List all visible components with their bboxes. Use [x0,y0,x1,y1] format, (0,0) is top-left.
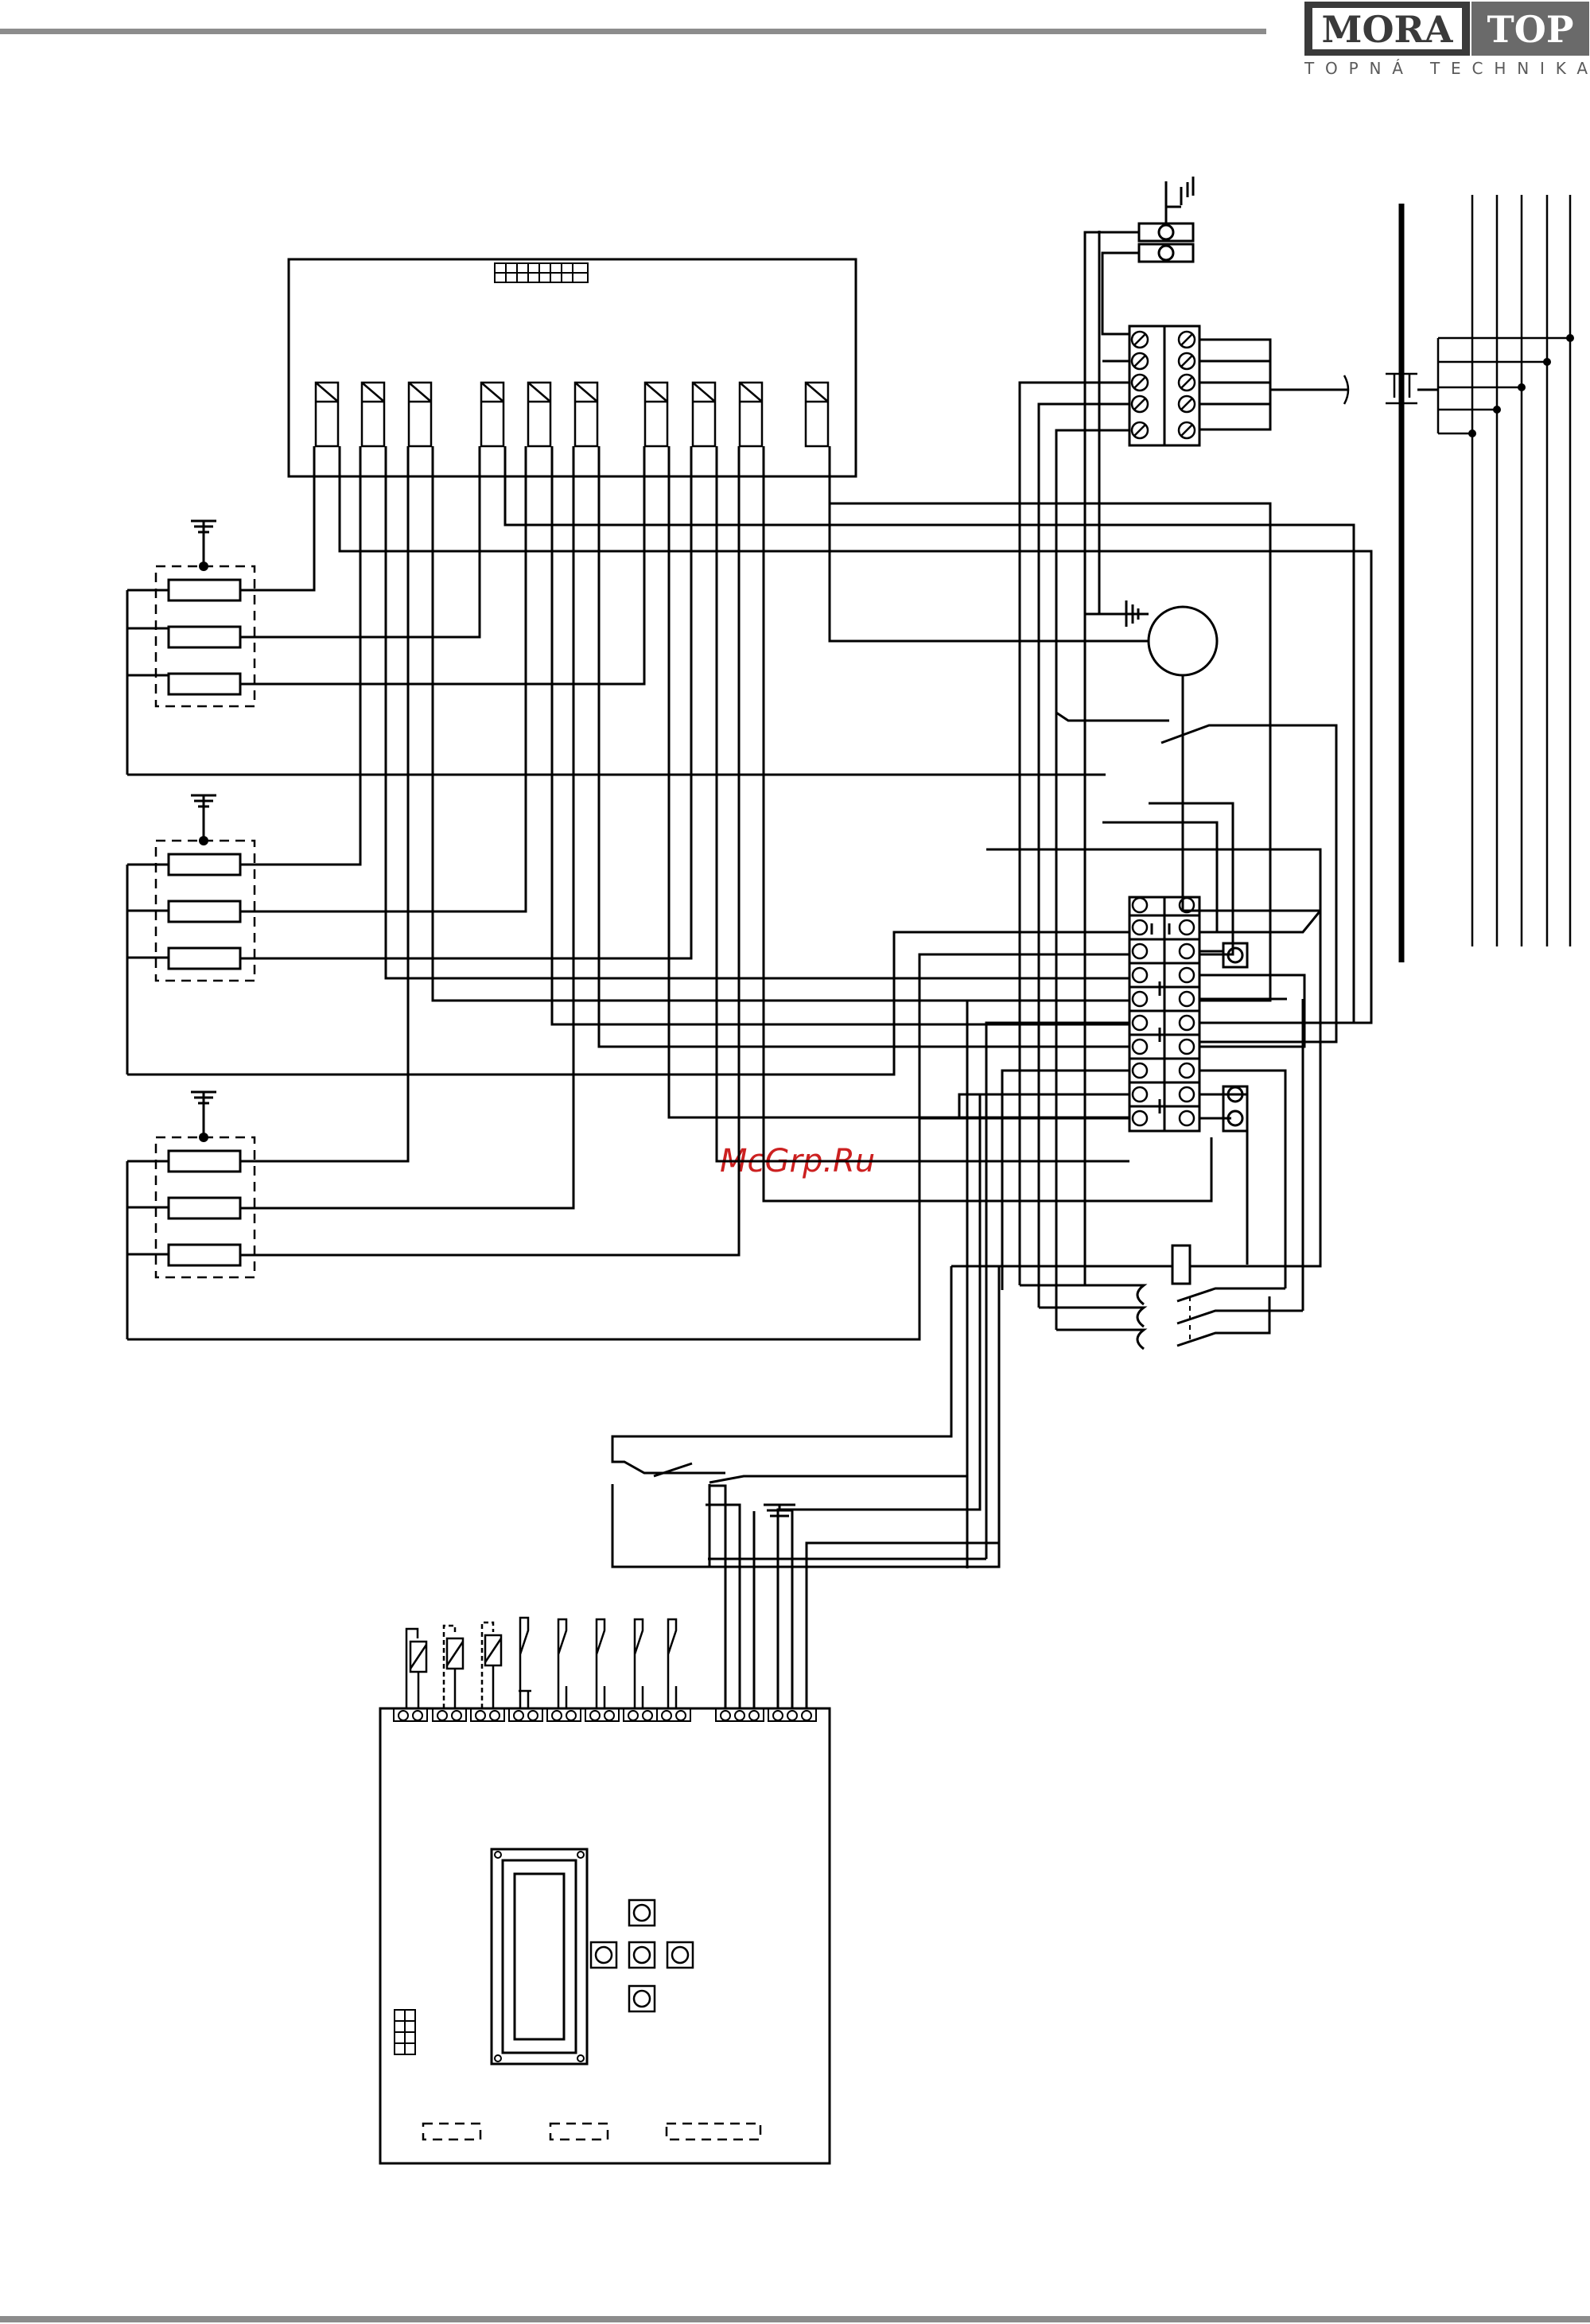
controller-outputs [406,1618,676,1708]
brand-tagline: TOPNÁ TECHNIKA [1304,59,1588,78]
controller-board [380,1708,830,2163]
display-panel [492,1849,587,2064]
ground-node-2 [199,836,208,845]
mora-top-logo: MORA TOP TOPNÁ TECHNIKA [1304,2,1589,78]
board-connector [495,263,588,282]
power-board [289,259,856,476]
board-terminals [316,383,828,446]
board-header-connector [395,2010,415,2054]
ground-node-3 [199,1133,208,1142]
brand-left: MORA [1322,8,1454,51]
dashed-connectors [423,2124,760,2139]
controller-terminals [394,1708,816,1721]
mains-conductors [1438,195,1570,946]
keypad [591,1900,693,2011]
motor [1149,607,1217,675]
footer-rule [0,2316,1590,2322]
ground-node-1 [199,562,208,571]
brand-right: TOP [1487,8,1574,51]
header-rule [0,29,1266,34]
